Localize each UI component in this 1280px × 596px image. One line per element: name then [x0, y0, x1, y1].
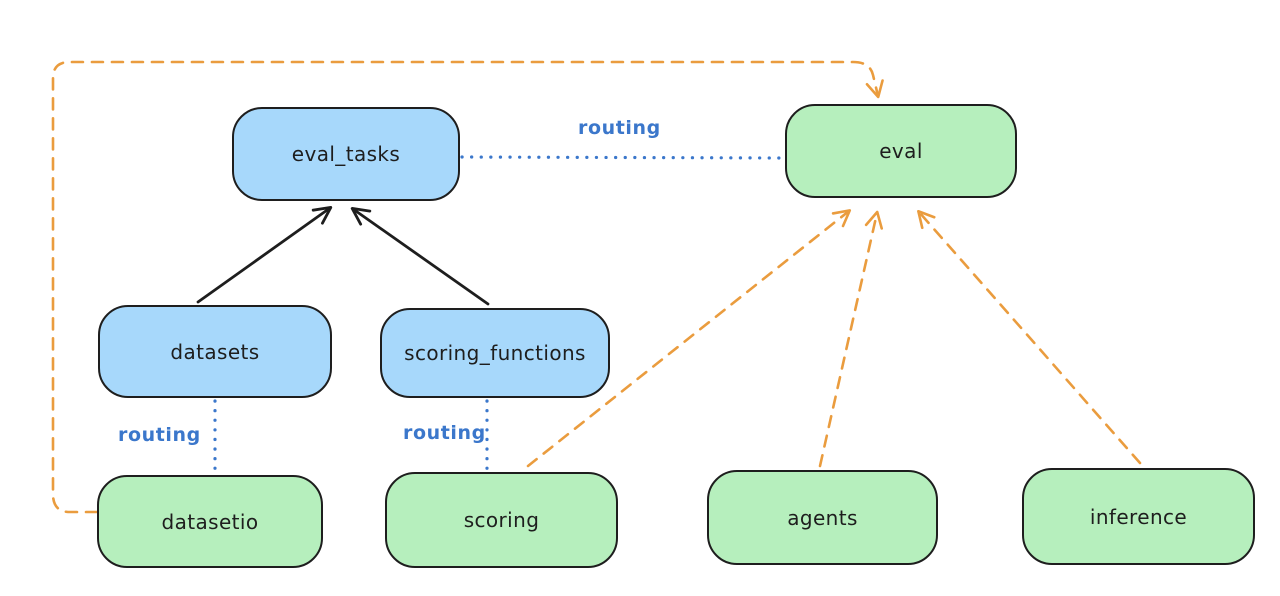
- edge-agents-to-eval: [818, 210, 884, 468]
- node-eval: eval: [785, 104, 1017, 198]
- node-scoring_functions-label: scoring_functions: [404, 341, 586, 365]
- node-eval_tasks-label: eval_tasks: [291, 142, 401, 166]
- node-inference-label: inference: [1089, 504, 1188, 529]
- node-eval_tasks: eval_tasks: [232, 107, 460, 201]
- node-agents-label: agents: [787, 505, 858, 530]
- edge-label-routing-eval_tasks-eval: routing: [578, 117, 661, 139]
- edge-datasetio-to-eval: [51, 60, 884, 514]
- node-datasetio-label: datasetio: [161, 509, 259, 534]
- node-eval-label: eval: [879, 139, 923, 163]
- edge-label-routing-scoring_functions-scoring: routing: [403, 422, 486, 444]
- node-scoring: scoring: [385, 472, 618, 568]
- node-inference: inference: [1022, 468, 1255, 565]
- node-scoring-label: scoring: [463, 508, 540, 532]
- edge-eval_tasks-to-eval-routing: [460, 155, 788, 160]
- node-datasets-label: datasets: [170, 339, 260, 364]
- node-agents: agents: [707, 470, 938, 565]
- edge-scoring_functions-to-eval_tasks: [350, 207, 490, 306]
- edge-datasets-to-eval_tasks: [196, 206, 333, 304]
- node-datasetio: datasetio: [97, 475, 323, 568]
- edge-inference-to-eval: [917, 209, 1142, 465]
- edge-label-routing-datasets-datasetio: routing: [118, 424, 201, 446]
- edge-scoring-to-eval: [526, 209, 852, 468]
- node-datasets: datasets: [98, 305, 332, 398]
- node-scoring_functions: scoring_functions: [380, 308, 610, 398]
